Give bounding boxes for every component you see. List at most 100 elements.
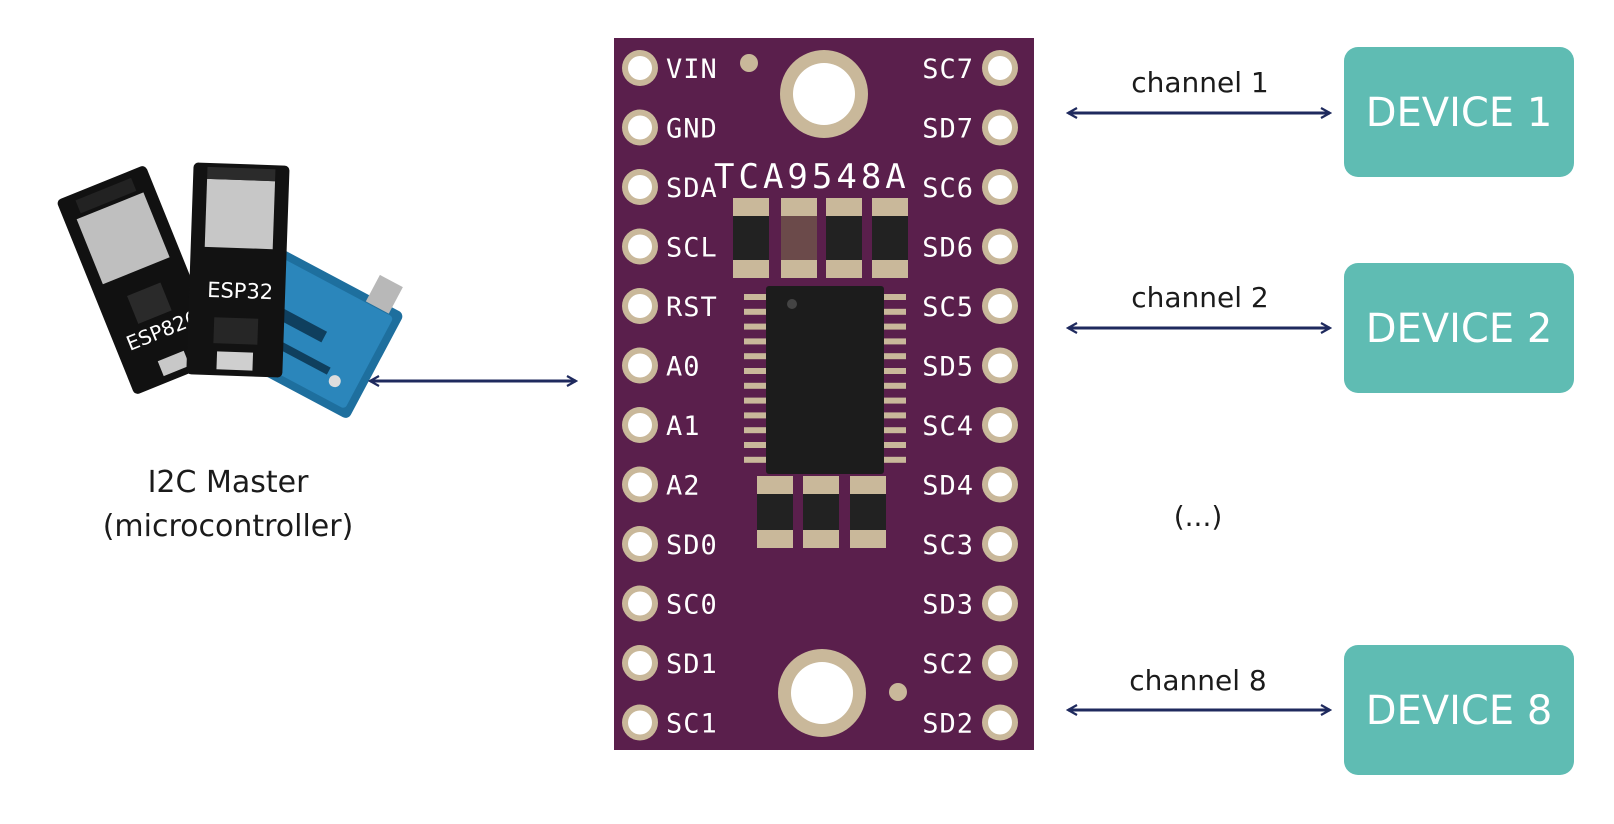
pin-hole xyxy=(628,413,652,437)
pin-sc0: SC0 xyxy=(622,585,718,622)
ic-lead-right xyxy=(882,323,906,330)
pin-hole xyxy=(988,532,1012,556)
pin-label: SC7 xyxy=(922,54,974,85)
master-label-line2: (microcontroller) xyxy=(103,509,354,544)
channel-1-label: channel 1 xyxy=(1131,66,1269,99)
pin-sc7: SC7 xyxy=(922,50,1018,86)
pin-sc5: SC5 xyxy=(922,288,1018,324)
ic-pin1-marker xyxy=(787,299,797,309)
tca9548a-board: TCA9548A VINGNDSDASCLRSTA0A1A2SD0SC0SD1S… xyxy=(614,38,1034,750)
ic-lead-left xyxy=(744,353,768,360)
pin-hole xyxy=(628,175,652,199)
ic-lead-right xyxy=(882,442,906,448)
pin-label: SD2 xyxy=(922,709,974,740)
pin-sc2: SC2 xyxy=(922,645,1018,681)
pin-label: VIN xyxy=(666,54,718,85)
pin-sda: SDA xyxy=(622,169,718,205)
esp32-board-image: ESP32 xyxy=(186,162,290,378)
pin-rst: RST xyxy=(622,288,718,324)
device-1-label: DEVICE 1 xyxy=(1366,90,1553,136)
ic-lead-right xyxy=(882,397,906,404)
pin-sd3: SD3 xyxy=(922,585,1018,622)
pin-hole xyxy=(988,294,1012,318)
channel-2-label: channel 2 xyxy=(1131,281,1269,314)
pin-label: SD6 xyxy=(922,233,974,264)
esp32-board-label: ESP32 xyxy=(207,278,274,304)
ic-lead-left xyxy=(744,397,768,404)
pin-hole xyxy=(628,591,652,616)
pin-label: SC3 xyxy=(922,530,974,561)
pin-hole xyxy=(628,115,652,140)
ic-lead-right xyxy=(882,368,906,374)
mounting-hole-top xyxy=(780,50,868,138)
ic-lead-right xyxy=(882,427,906,434)
ic-lead-left xyxy=(744,294,768,300)
pin-label: SD5 xyxy=(922,352,974,383)
pin-sc3: SC3 xyxy=(922,526,1018,562)
pin-a1: A1 xyxy=(622,407,701,443)
ic-lead-right xyxy=(882,338,906,345)
pin-label: SD0 xyxy=(666,530,718,561)
channel-8-label: channel 8 xyxy=(1129,664,1267,697)
chip-name: TCA9548A xyxy=(714,157,910,197)
pin-label: A1 xyxy=(666,411,701,442)
pin-sd0: SD0 xyxy=(622,526,718,562)
pin-label: SC6 xyxy=(922,173,974,204)
pin-sd4: SD4 xyxy=(922,466,1018,503)
ic-lead-left xyxy=(744,412,768,419)
ic-pins xyxy=(744,294,906,463)
pin-sc6: SC6 xyxy=(922,169,1018,205)
pin-label: SC4 xyxy=(922,411,974,442)
pin-label: A2 xyxy=(666,471,701,502)
pin-hole xyxy=(988,56,1012,80)
pin-gnd: GND xyxy=(622,109,718,146)
ic-lead-left xyxy=(744,382,768,389)
pin-sd7: SD7 xyxy=(922,109,1018,146)
pin-label: SD4 xyxy=(922,471,974,502)
pin-hole xyxy=(988,472,1012,497)
pin-hole xyxy=(988,413,1012,437)
pin-label: SCL xyxy=(666,233,718,264)
pin-label: RST xyxy=(666,292,718,323)
pin-label: SD1 xyxy=(666,649,718,680)
mounting-hole-bottom xyxy=(778,649,866,737)
smd-resistors-bottom xyxy=(757,476,886,548)
pin-label: GND xyxy=(666,114,718,145)
pin-hole xyxy=(628,234,652,259)
ic-lead-right xyxy=(882,353,906,360)
master-label-line1: I2C Master xyxy=(148,465,310,500)
pin-hole xyxy=(628,710,652,735)
pin-scl: SCL xyxy=(622,228,718,265)
pin-label: SD7 xyxy=(922,114,974,145)
pin-label: SC0 xyxy=(666,590,718,621)
pin-sc1: SC1 xyxy=(622,704,718,741)
pin-hole xyxy=(628,56,652,80)
ic-lead-left xyxy=(744,308,768,315)
ic-lead-right xyxy=(882,382,906,389)
ic-lead-left xyxy=(744,442,768,448)
pin-label: SD3 xyxy=(922,590,974,621)
device-1-box xyxy=(1344,47,1574,177)
pin-hole xyxy=(628,651,652,675)
pin-label: SC1 xyxy=(666,709,718,740)
pin-hole xyxy=(628,294,652,318)
ic-lead-left xyxy=(744,368,768,374)
pin-hole xyxy=(988,353,1012,378)
pin-label: SDA xyxy=(666,173,718,204)
pin-sc4: SC4 xyxy=(922,407,1018,443)
ic-lead-right xyxy=(882,456,906,463)
channel-1-group: channel 1 DEVICE 1 xyxy=(1068,47,1574,177)
pin-hole xyxy=(988,710,1012,735)
pin-hole xyxy=(988,175,1012,199)
pin-label: SC2 xyxy=(922,649,974,680)
microcontroller-boards-illustration: ESP8266 ESP32 xyxy=(57,162,403,418)
channel-2-group: channel 2 DEVICE 2 xyxy=(1068,263,1574,393)
ic-lead-left xyxy=(744,456,768,463)
ic-lead-right xyxy=(882,294,906,300)
ic-lead-left xyxy=(744,338,768,345)
fiducial-dot-bottom xyxy=(889,683,907,701)
pin-hole xyxy=(628,353,652,378)
